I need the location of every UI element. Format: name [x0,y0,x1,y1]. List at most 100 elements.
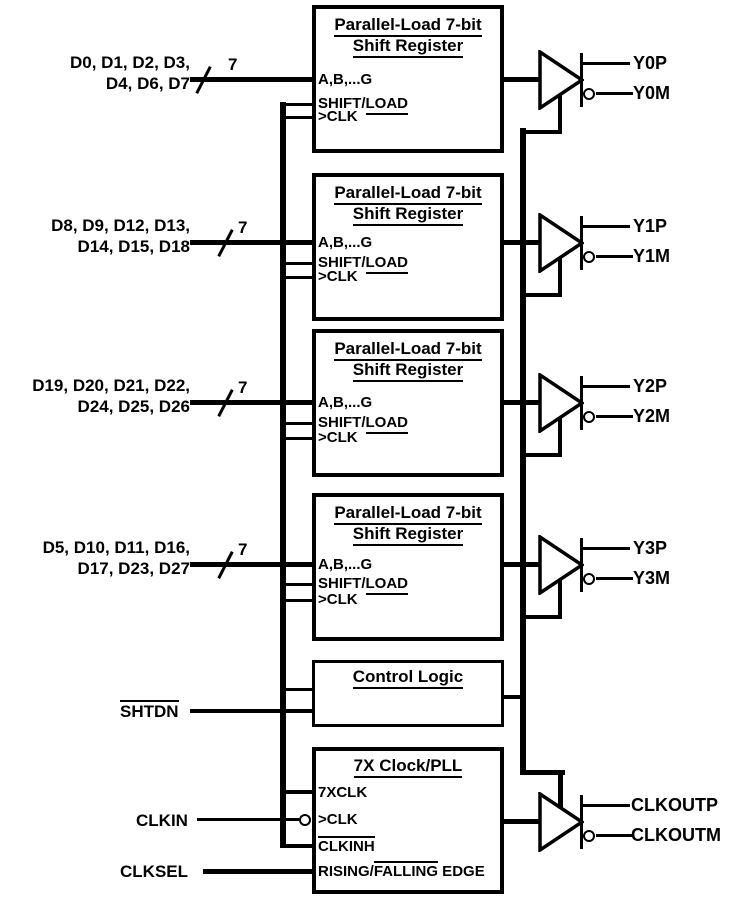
buffer-1-inverting-bubble-icon [583,251,595,263]
y2m-wire [596,415,633,418]
buffer-2-enable-wire-h [520,453,562,457]
output-label-y1m: Y1M [633,246,671,266]
data-input-label-3-line2: D17, D23, D27 [77,559,190,578]
data-input-label-1: D8, D9, D12, D13, D14, D15, D18 [2,215,190,257]
register-0-title-line1: Parallel-Load 7-bit [316,14,500,37]
shift-load-wire-3 [282,583,312,586]
clock-buffer-enable-wire-v [558,770,563,808]
pll-output-wire [502,819,540,824]
register-3-pin-shift-load: SHIFT/LOAD [318,575,408,595]
shift-load-wire-2 [282,422,312,425]
data-bus-wire-3 [190,562,312,567]
register-3-pin-data: A,B,...G [318,556,373,573]
bus-width-label-0: 7 [228,55,238,74]
bus-width-label-3: 7 [238,540,248,559]
pll-pin-clk: >CLK [318,811,358,828]
y1m-wire [596,255,633,258]
output-label-clkoutm: CLKOUTM [631,825,721,845]
pll-pin-7xclk: 7XCLK [318,784,368,801]
clk-wire-2 [282,437,312,440]
clkin-wire [197,818,299,821]
control-output-wire [502,695,526,699]
data-input-label-0: D0, D1, D2, D3, D4, D6, D7 [2,52,190,94]
clksel-label: CLKSEL [120,862,188,881]
register-3-title-line1: Parallel-Load 7-bit [316,502,500,525]
register-3-title-line2: Shift Register [316,523,500,546]
register-1-pin-data: A,B,...G [318,234,373,251]
register-1-title-line2: Shift Register [316,203,500,226]
output-label-y2p: Y2P [633,376,668,396]
register-0-pin-data: A,B,...G [318,71,373,88]
shutdown-label: SHTDN [120,700,179,721]
register-1-pin-shift-load: SHIFT/LOAD [318,254,408,274]
data-input-label-1-line1: D8, D9, D12, D13, [51,216,190,235]
clk-wire-3 [282,599,312,602]
y0p-wire [582,62,630,65]
left-clock-bus [280,102,286,848]
buffer-3-inverting-bubble-icon [583,573,595,585]
buffer-0-output-bar [580,53,583,107]
output-label-y1p: Y1P [633,216,668,236]
y2p-wire [582,385,630,388]
buffer-3-enable-wire-h [520,615,562,619]
bus-width-label-2: 7 [238,378,248,397]
pll-clkinh-wire [280,844,312,848]
clk-wire-0 [282,116,312,119]
clk-wire-1 [282,276,312,279]
clock-pll-block: 7X Clock/PLL [312,747,504,894]
clock-buffer-inverting-bubble-icon [583,830,595,842]
y1p-wire [582,225,630,228]
buffer-2-enable-wire-v [558,417,562,457]
y0m-wire [596,92,633,95]
data-input-label-1-line2: D14, D15, D18 [77,237,190,256]
data-bus-wire-1 [190,240,312,245]
data-bus-wire-2 [190,400,312,405]
shift-load-wire-1 [282,262,312,265]
clock-buffer-enable-wire-h [520,770,565,775]
right-enable-bus [520,128,526,774]
bus-width-label-1: 7 [238,218,248,237]
clock-buffer-output-bar [580,795,583,849]
register-0-title-line2: Shift Register [316,35,500,58]
register-1-title-line1: Parallel-Load 7-bit [316,182,500,205]
register-1-pin-clk: >CLK [318,268,358,285]
shift-register-block-3: Parallel-Load 7-bit Shift Register [312,493,504,641]
data-bus-wire-0 [190,77,312,82]
register-2-pin-shift-load: SHIFT/LOAD [318,414,408,434]
buffer-0-enable-wire-h [520,130,562,134]
output-label-y3p: Y3P [633,538,668,558]
data-input-label-2: D19, D20, D21, D22, D24, D25, D26 [2,375,190,417]
clkin-inverting-bubble-icon [299,814,311,826]
buffer-0-inverting-bubble-icon [583,88,595,100]
output-label-y0p: Y0P [633,53,668,73]
y3m-wire [596,577,633,580]
pll-pin-clkinh: CLKINH [318,836,375,855]
shift-register-block-0: Parallel-Load 7-bit Shift Register [312,5,504,153]
pll-7xclk-wire [282,790,312,794]
clock-output-buffer-icon [538,792,584,852]
register-0-pin-shift-load: SHIFT/LOAD [318,95,408,115]
buffer-1-enable-wire-h [520,293,562,297]
register-1-output-wire [502,240,540,245]
data-input-label-0-line2: D4, D6, D7 [105,74,190,93]
control-logic-title: Control Logic [315,666,501,689]
pll-pin-edge-select: RISING/FALLING EDGE [318,861,485,880]
register-2-title-line1: Parallel-Load 7-bit [316,338,500,361]
buffer-1-output-bar [580,216,583,270]
register-3-output-wire [502,562,540,567]
clkin-label: CLKIN [136,811,188,830]
control-clock-wire [282,688,312,691]
data-input-label-3: D5, D10, D11, D16, D17, D23, D27 [2,537,190,579]
shutdown-wire [190,709,312,713]
output-label-y2m: Y2M [633,406,671,426]
shift-load-wire-0 [282,103,312,106]
clock-pll-title: 7X Clock/PLL [316,755,500,778]
register-0-output-wire [502,77,540,82]
data-input-label-2-line1: D19, D20, D21, D22, [32,376,190,395]
data-input-label-2-line2: D24, D25, D26 [77,397,190,416]
data-input-label-0-line1: D0, D1, D2, D3, [70,53,190,72]
shift-register-block-1: Parallel-Load 7-bit Shift Register [312,173,504,321]
buffer-1-enable-wire-v [558,257,562,297]
control-logic-block: Control Logic [312,660,504,727]
